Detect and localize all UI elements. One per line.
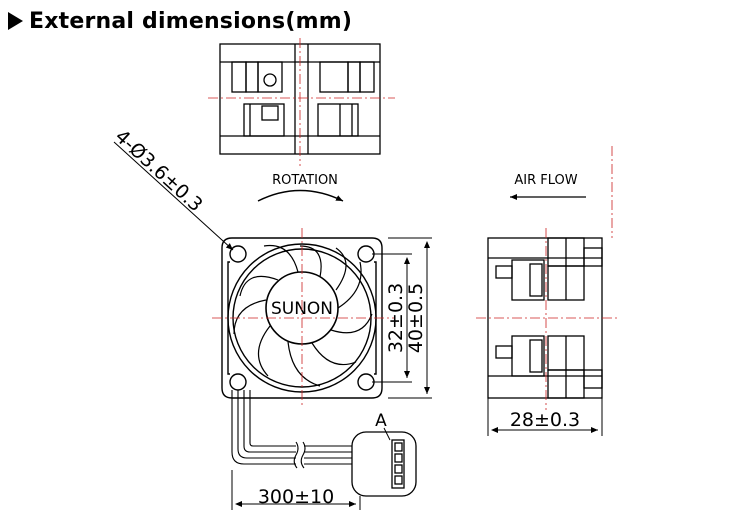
section-heading: External dimensions(mm) [8,4,352,38]
hole-leader-line [113,141,234,251]
top-view-centerlines [208,38,395,166]
thickness-dimension: 28±0.3 [510,409,580,431]
mount-hole [229,245,247,263]
thickness-dimension-lines [487,398,603,436]
bullet-triangle-icon [8,12,23,30]
airflow-label: AIR FLOW [514,173,577,188]
fan-blades [233,244,373,387]
frame-size-dimension: 40±0.5 [405,283,427,353]
hole-spec-label: 4-Ø3.6±0.3 [111,125,207,216]
connector-a [351,431,417,497]
rotation-label: ROTATION [272,173,338,188]
side-view-centerlines [476,146,620,410]
lead-length-dimension: 300±10 [258,486,334,508]
connector-label: A [375,411,387,431]
heading-text: External dimensions(mm) [29,8,353,34]
rotation-arrow-icon [257,189,344,202]
connector-leader-line [383,427,391,441]
mount-hole [229,373,247,391]
mount-hole [357,245,375,263]
lead-length-dimension-lines [231,470,361,510]
lead-wires [231,390,352,469]
mount-hole [357,373,375,391]
hole-pitch-dimension: 32±0.3 [385,283,407,353]
vertical-dimensions [372,237,432,399]
front-view-centerlines [212,228,395,408]
